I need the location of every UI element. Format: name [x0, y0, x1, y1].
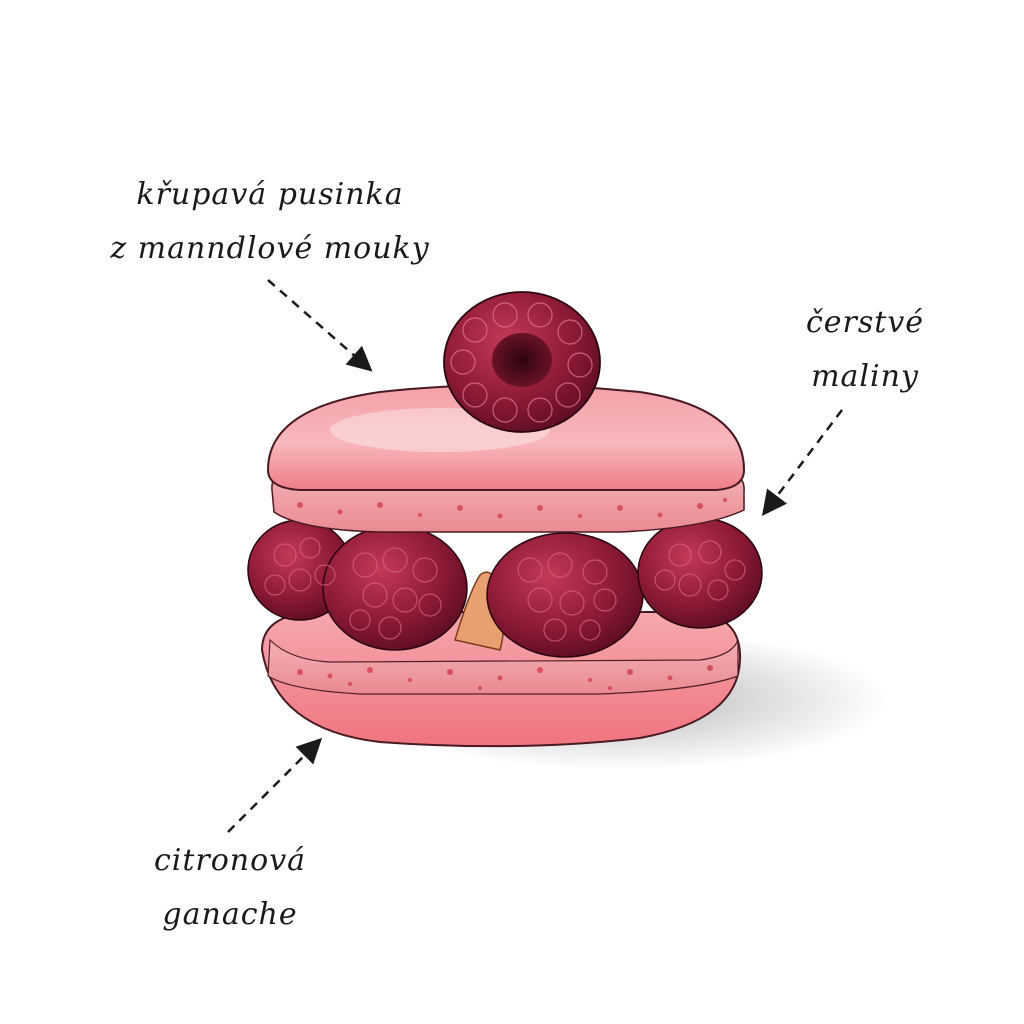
arrow-to-shell — [267, 279, 373, 372]
label-almond-shell-line1: křupavá pusinka — [136, 177, 404, 212]
label-fresh-raspberries-line1: čerstvé — [805, 305, 925, 340]
label-lemon-ganache-line2: ganache — [162, 897, 298, 932]
label-fresh-raspberries-line2: maliny — [811, 359, 919, 394]
raspberry-filling — [247, 517, 763, 658]
label-almond-shell-line2: z manndlové mouky — [110, 231, 430, 266]
label-fresh-raspberries: čerstvé maliny — [790, 296, 940, 404]
arrow-to-ganache — [227, 737, 323, 833]
top-shell — [266, 384, 746, 533]
top-raspberry — [443, 291, 601, 433]
label-lemon-ganache-line1: citronová — [153, 843, 307, 878]
label-almond-shell: křupavá pusinka z manndlové mouky — [100, 168, 440, 276]
label-lemon-ganache: citronová ganache — [140, 834, 320, 942]
arrow-to-raspberries — [761, 409, 843, 516]
